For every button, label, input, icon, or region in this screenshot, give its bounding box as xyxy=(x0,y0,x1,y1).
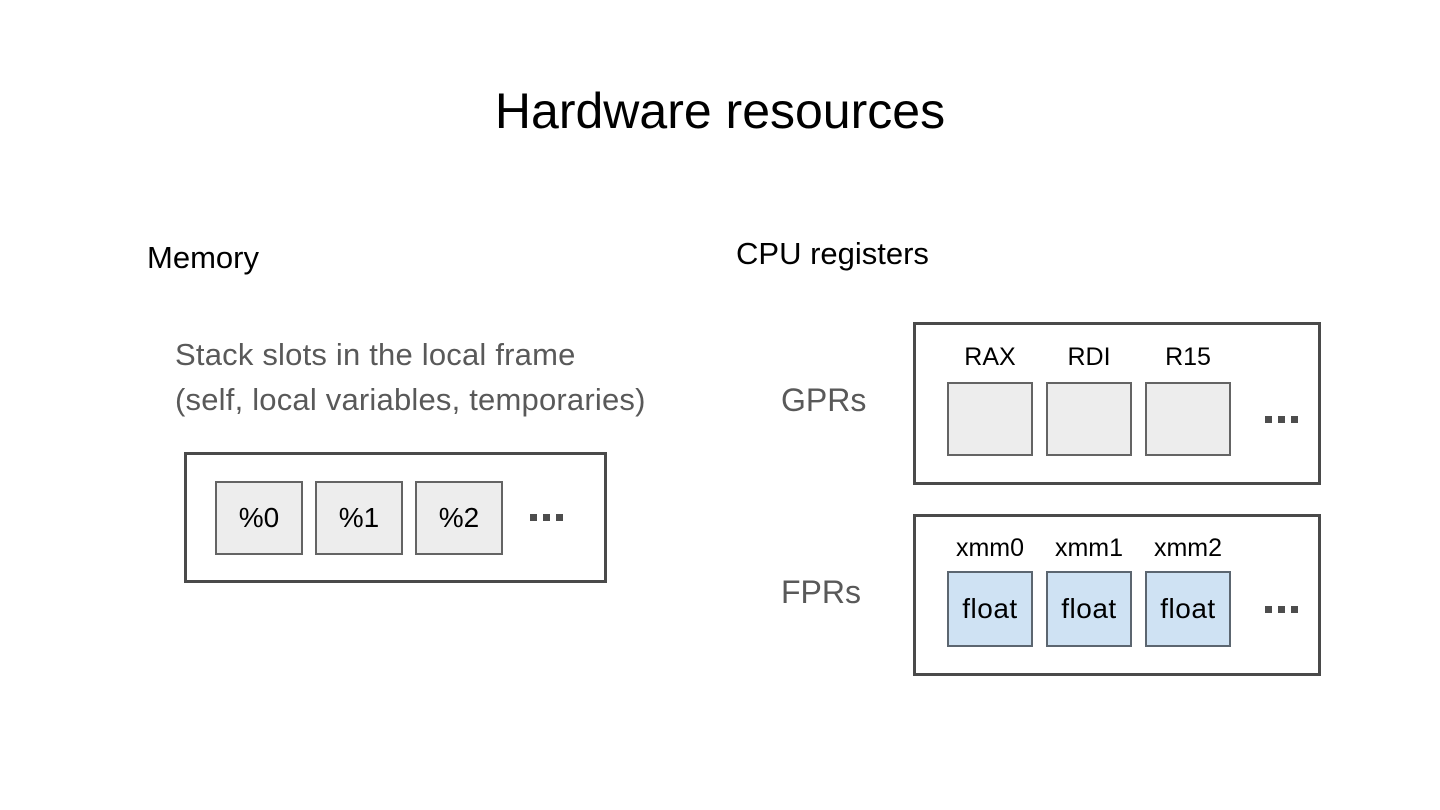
gpr-register-name: R15 xyxy=(1165,343,1211,371)
ellipsis-dot xyxy=(530,514,537,521)
ellipsis-dot xyxy=(1291,415,1298,423)
fpr-register-cell: float xyxy=(1145,571,1231,647)
ellipsis-icon xyxy=(1265,415,1298,423)
memory-caption-line2: (self, local variables, temporaries) xyxy=(175,382,646,417)
gpr-column: RAX xyxy=(947,343,1033,456)
fpr-box: xmm0 float xmm1 float xmm2 float xyxy=(913,514,1321,676)
ellipsis-dot xyxy=(1265,605,1272,613)
ellipsis-icon xyxy=(1265,605,1298,613)
gpr-row: RAX RDI R15 xyxy=(916,325,1318,456)
fpr-register-name: xmm0 xyxy=(955,534,1025,562)
gpr-box: RAX RDI R15 xyxy=(913,322,1321,485)
fprs-label: FPRs xyxy=(781,574,861,610)
slide-title: Hardware resources xyxy=(494,83,946,139)
memory-heading: Memory xyxy=(147,240,259,275)
ellipsis-dot xyxy=(556,514,563,521)
fpr-register-cell: float xyxy=(947,571,1033,647)
stack-slot: %0 xyxy=(215,480,303,555)
fpr-column: xmm1 float xyxy=(1046,534,1132,647)
gpr-register-cell xyxy=(1046,382,1132,456)
fpr-column: xmm0 float xyxy=(947,534,1033,647)
fpr-ellipsis-holder xyxy=(1265,571,1298,647)
fpr-register-name: xmm2 xyxy=(1153,534,1223,562)
memory-slot-row: %0 %1 %2 xyxy=(187,455,604,580)
stack-slot: %2 xyxy=(415,480,503,555)
gpr-register-cell xyxy=(1145,382,1231,456)
fpr-row: xmm0 float xmm1 float xmm2 float xyxy=(916,517,1318,647)
gpr-column: RDI xyxy=(1046,343,1132,456)
gpr-register-name: RDI xyxy=(1067,343,1111,371)
gpr-ellipsis-holder xyxy=(1265,382,1298,456)
stack-slot: %1 xyxy=(315,480,403,555)
gpr-register-cell xyxy=(947,382,1033,456)
fpr-register-cell: float xyxy=(1046,571,1132,647)
gpr-column: R15 xyxy=(1145,343,1231,456)
ellipsis-dot xyxy=(1278,605,1285,613)
fpr-register-name: xmm1 xyxy=(1054,534,1124,562)
memory-stack-box: %0 %1 %2 xyxy=(184,452,607,583)
memory-caption-line1: Stack slots in the local frame xyxy=(175,337,576,372)
ellipsis-dot xyxy=(1278,415,1285,423)
ellipsis-dot xyxy=(1265,415,1272,423)
gprs-label: GPRs xyxy=(781,382,867,418)
ellipsis-dot xyxy=(543,514,550,521)
ellipsis-dot xyxy=(1291,605,1298,613)
fpr-column: xmm2 float xyxy=(1145,534,1231,647)
ellipsis-icon xyxy=(530,514,563,521)
cpu-registers-heading: CPU registers xyxy=(736,236,929,271)
gpr-register-name: RAX xyxy=(964,343,1016,371)
memory-ellipsis-holder xyxy=(530,481,563,555)
memory-caption: Stack slots in the local frame (self, lo… xyxy=(175,332,646,422)
